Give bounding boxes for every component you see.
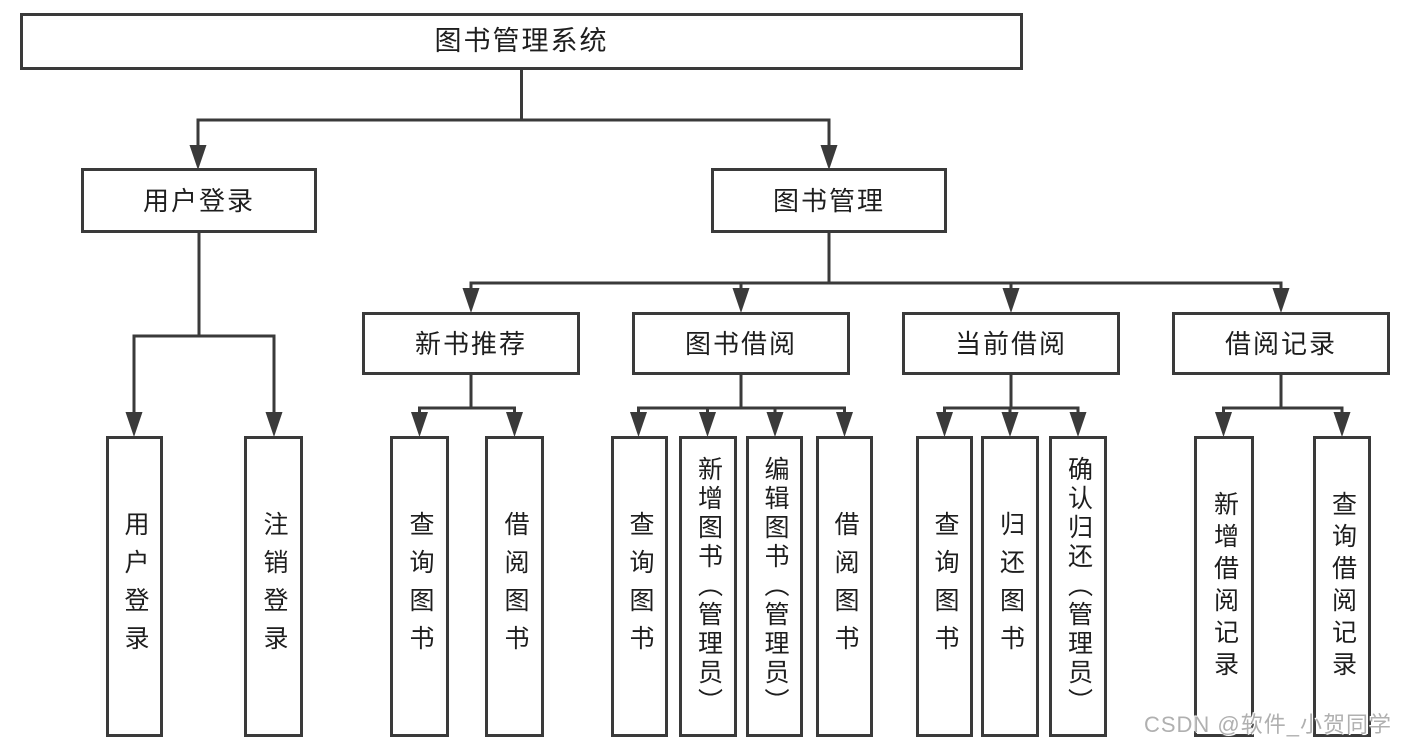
node-root: 图书管理系统 xyxy=(20,13,1023,70)
leaf-label: 归还图书 xyxy=(996,510,1025,663)
leaf-label: 查询图书 xyxy=(626,510,654,663)
node-current-borrow: 当前借阅 xyxy=(902,312,1120,375)
arrowhead-icons xyxy=(125,145,1351,437)
node-book-borrow: 图书借阅 xyxy=(632,312,850,375)
leaf-borrow-books: 借阅图书 xyxy=(816,436,873,737)
leaf-label: 确认归还（管理员） xyxy=(1064,456,1093,717)
leaf-borrow-books-recommend: 借阅图书 xyxy=(485,436,544,737)
leaf-user-login: 用户登录 xyxy=(106,436,163,737)
node-book-management: 图书管理 xyxy=(711,168,947,233)
leaf-logout: 注销登录 xyxy=(244,436,303,737)
leaf-add-borrow-record: 新增借阅记录 xyxy=(1194,436,1254,737)
leaf-label: 借阅图书 xyxy=(831,510,859,663)
leaf-query-books-current: 查询图书 xyxy=(916,436,973,737)
leaf-label: 新增图书（管理员） xyxy=(694,456,723,717)
node-borrow-records: 借阅记录 xyxy=(1172,312,1390,375)
leaf-return-books: 归还图书 xyxy=(981,436,1039,737)
leaf-add-book-admin: 新增图书（管理员） xyxy=(679,436,737,737)
node-new-book-recommend: 新书推荐 xyxy=(362,312,580,375)
leaf-label: 借阅图书 xyxy=(501,510,529,663)
leaf-query-borrow-record: 查询借阅记录 xyxy=(1313,436,1371,737)
leaf-label: 用户登录 xyxy=(121,510,149,663)
leaf-label: 新增借阅记录 xyxy=(1210,490,1239,683)
leaf-label: 查询借阅记录 xyxy=(1328,490,1357,683)
csdn-watermark: CSDN @软件_小贺同学 xyxy=(1143,712,1392,737)
leaf-edit-book-admin: 编辑图书（管理员） xyxy=(746,436,803,737)
leaf-confirm-return-admin: 确认归还（管理员） xyxy=(1049,436,1107,737)
leaf-label: 注销登录 xyxy=(260,510,288,663)
leaf-query-books-borrow: 查询图书 xyxy=(611,436,668,737)
leaf-label: 查询图书 xyxy=(406,510,434,663)
node-user-login: 用户登录 xyxy=(81,168,317,233)
leaf-label: 编辑图书（管理员） xyxy=(761,456,789,717)
leaf-label: 查询图书 xyxy=(931,510,959,663)
leaf-query-books-recommend: 查询图书 xyxy=(390,436,449,737)
